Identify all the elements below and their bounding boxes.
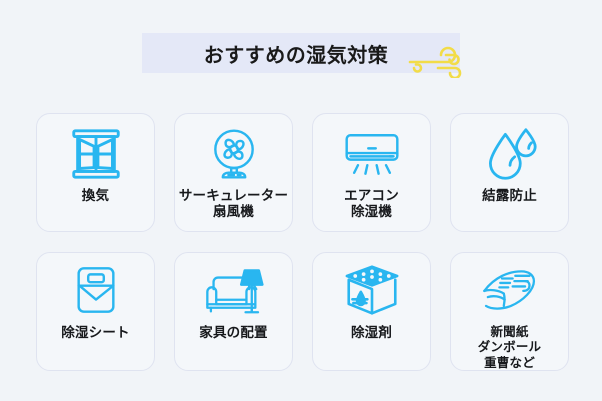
measures-grid: 換気 サーキュレーター 扇風機 <box>36 113 569 371</box>
newspaper-icon <box>451 257 568 323</box>
card-label: エアコン 除湿機 <box>344 188 399 220</box>
water-droplet-icon <box>451 120 568 188</box>
air-conditioner-icon <box>313 120 430 188</box>
card-label: 換気 <box>81 188 110 203</box>
card-label: サーキュレーター 扇風機 <box>178 188 289 220</box>
card-circulator-fan[interactable]: サーキュレーター 扇風機 <box>174 113 293 232</box>
wind-icon <box>408 42 470 80</box>
card-label: 結露防止 <box>482 188 537 203</box>
card-newspaper-cardboard[interactable]: 新聞紙 ダンボール 重曹など <box>450 252 569 371</box>
page-title: おすすめの湿気対策 <box>203 44 389 67</box>
card-condensation-prevention[interactable]: 結露防止 <box>450 113 569 232</box>
card-desiccant[interactable]: 除湿剤 <box>312 252 431 371</box>
card-label: 家具の配置 <box>199 325 268 340</box>
card-label: 除湿シート <box>61 325 130 340</box>
card-ventilation[interactable]: 換気 <box>36 113 155 232</box>
window-icon <box>37 120 154 188</box>
card-label: 除湿剤 <box>350 325 393 340</box>
sofa-lamp-icon <box>175 257 292 323</box>
card-air-conditioner[interactable]: エアコン 除湿機 <box>312 113 431 232</box>
electric-fan-icon <box>175 120 292 188</box>
title-banner-background <box>142 33 460 73</box>
card-dehumidifying-sheet[interactable]: 除湿シート <box>36 252 155 371</box>
card-furniture-placement[interactable]: 家具の配置 <box>174 252 293 371</box>
mattress-sheet-icon <box>37 257 154 323</box>
card-label: 新聞紙 ダンボール 重曹など <box>477 325 542 370</box>
desiccant-box-icon <box>313 257 430 323</box>
